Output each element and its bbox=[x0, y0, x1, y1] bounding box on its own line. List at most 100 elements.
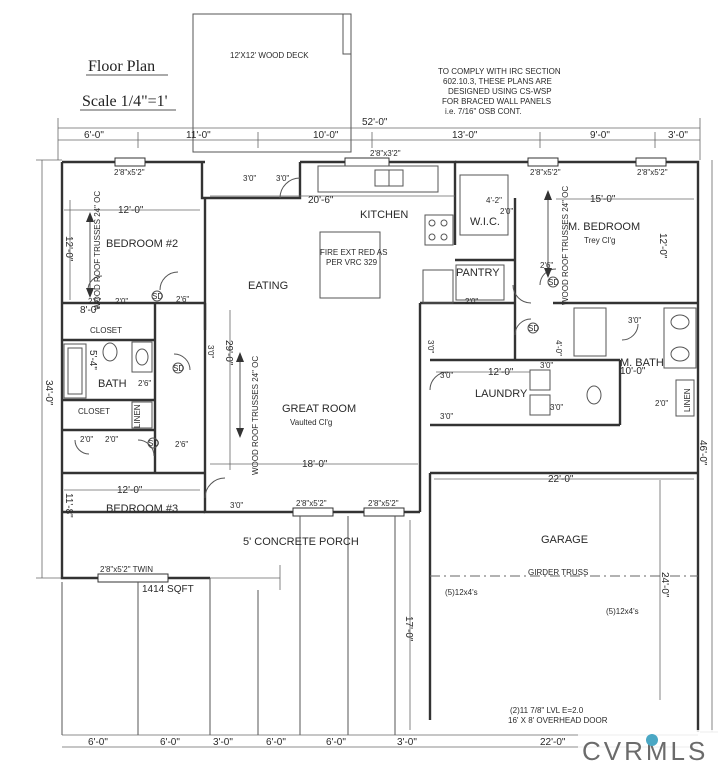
svg-text:3'-0": 3'-0" bbox=[213, 737, 233, 748]
svg-text:3'0": 3'0" bbox=[628, 316, 641, 325]
svg-text:18'-0": 18'-0" bbox=[302, 459, 328, 470]
room-great-room-sub: Vaulted Cl'g bbox=[290, 418, 332, 427]
porch-columns bbox=[61, 516, 396, 735]
svg-text:12'-0": 12'-0" bbox=[118, 205, 144, 216]
toilet-mbath bbox=[586, 385, 602, 405]
svg-text:2'0": 2'0" bbox=[500, 207, 513, 216]
room-bath: BATH bbox=[98, 378, 127, 390]
vanity-mbath bbox=[663, 307, 697, 369]
svg-text:2'0": 2'0" bbox=[115, 297, 128, 306]
svg-text:10'-0": 10'-0" bbox=[620, 366, 646, 377]
plan-title: Floor Plan bbox=[88, 58, 155, 75]
room-wic: W.I.C. bbox=[470, 216, 500, 228]
svg-text:10'-0": 10'-0" bbox=[313, 130, 339, 141]
kitchen-island bbox=[319, 231, 381, 299]
svg-text:TO COMPLY WITH IRC SECTION: TO COMPLY WITH IRC SECTION bbox=[438, 67, 561, 76]
svg-text:2'6": 2'6" bbox=[176, 295, 189, 304]
dim-overall-width: 52'-0" bbox=[362, 117, 388, 128]
dryer bbox=[529, 394, 551, 416]
shower-mbath bbox=[573, 307, 607, 357]
svg-text:2'0": 2'0" bbox=[655, 399, 668, 408]
svg-text:12'-0": 12'-0" bbox=[63, 236, 74, 262]
svg-text:2'8"x5'2": 2'8"x5'2" bbox=[114, 168, 145, 177]
door-swings bbox=[74, 177, 639, 499]
svg-text:3'0": 3'0" bbox=[550, 403, 563, 412]
svg-text:8'-0": 8'-0" bbox=[80, 305, 100, 316]
svg-text:9'-0": 9'-0" bbox=[590, 130, 610, 141]
bottom-dimensions: 6'-0" 6'-0" 3'-0" 6'-0" 6'-0" 3'-0" 22'-… bbox=[62, 734, 698, 748]
top-dimensions: 52'-0" 6'-0" 11'-0" 10'-0" 13'-0" 9'-0" … bbox=[57, 117, 701, 160]
vanity-bath bbox=[131, 341, 153, 373]
svg-text:(2)11 7/8" LVL E=2.0: (2)11 7/8" LVL E=2.0 bbox=[510, 706, 584, 715]
svg-text:i.e. 7/16" OSB CONT.: i.e. 7/16" OSB CONT. bbox=[445, 107, 522, 116]
svg-text:2'0": 2'0" bbox=[80, 435, 93, 444]
wood-deck: 12'X12' WOOD DECK bbox=[192, 13, 352, 153]
svg-text:602.10.3, THESE PLANS ARE: 602.10.3, THESE PLANS ARE bbox=[443, 77, 552, 86]
room-m-bath: M. BATH bbox=[620, 357, 664, 369]
map-pin-icon bbox=[646, 734, 658, 746]
refrigerator bbox=[422, 269, 454, 304]
svg-text:2'6": 2'6" bbox=[175, 440, 188, 449]
left-dimensions: 34'-0" bbox=[36, 159, 62, 579]
svg-text:3'0": 3'0" bbox=[243, 174, 256, 183]
truss-arrows bbox=[86, 190, 552, 438]
washer bbox=[529, 369, 551, 391]
room-eating: EATING bbox=[248, 280, 288, 292]
svg-text:24'-0": 24'-0" bbox=[659, 572, 670, 598]
svg-text:SD: SD bbox=[548, 278, 559, 287]
svg-text:12'-0": 12'-0" bbox=[117, 485, 143, 496]
svg-text:(5)12x4's: (5)12x4's bbox=[445, 588, 478, 597]
svg-text:SD: SD bbox=[528, 324, 539, 333]
room-labels: BEDROOM #2 BEDROOM #3 KITCHEN EATING GRE… bbox=[78, 209, 692, 548]
svg-text:11'-0": 11'-0" bbox=[186, 130, 211, 141]
dim-right-depth: 46'-0" bbox=[697, 440, 708, 466]
svg-text:DESIGNED USING CS-WSP: DESIGNED USING CS-WSP bbox=[448, 87, 552, 96]
notes: FIRE EXT RED AS PER VRC 329 WOOD ROOF TR… bbox=[93, 186, 639, 725]
svg-text:12'X12' WOOD DECK: 12'X12' WOOD DECK bbox=[230, 51, 309, 60]
window-porch-2 bbox=[363, 507, 405, 517]
storage bbox=[131, 174, 695, 429]
svg-text:(5)12x4's: (5)12x4's bbox=[606, 607, 639, 616]
svg-text:2'6": 2'6" bbox=[540, 261, 553, 270]
svg-text:29'-0": 29'-0" bbox=[223, 340, 234, 366]
interior-dimensions: 20'-6" 12'-0" 12'-0" 8'-0" 29'-0" 18'-0"… bbox=[63, 194, 694, 730]
toilet-bath bbox=[102, 342, 118, 362]
svg-text:15'-0": 15'-0" bbox=[590, 194, 616, 205]
window-kitchen bbox=[344, 157, 390, 167]
svg-text:1414 SQFT: 1414 SQFT bbox=[142, 584, 194, 595]
linen-bath bbox=[131, 401, 153, 429]
svg-text:SD: SD bbox=[148, 439, 159, 448]
room-pantry: PANTRY bbox=[456, 267, 500, 279]
svg-text:3'0": 3'0" bbox=[440, 371, 453, 380]
svg-text:3'0": 3'0" bbox=[206, 345, 215, 358]
svg-text:2'8"x3'2": 2'8"x3'2" bbox=[370, 149, 401, 158]
linen-mbath bbox=[675, 379, 695, 417]
svg-text:12'-0": 12'-0" bbox=[657, 233, 668, 259]
svg-text:WOOD ROOF TRUSSES 24" OC: WOOD ROOF TRUSSES 24" OC bbox=[93, 191, 102, 310]
room-garage: GARAGE bbox=[541, 534, 588, 546]
window-mbedroom-1 bbox=[527, 157, 559, 167]
svg-text:20'-6": 20'-6" bbox=[308, 195, 334, 206]
svg-text:3'0": 3'0" bbox=[426, 340, 435, 353]
svg-text:GIRDER TRUSS: GIRDER TRUSS bbox=[528, 568, 588, 577]
svg-text:WOOD ROOF TRUSSES 24" OC: WOOD ROOF TRUSSES 24" OC bbox=[561, 186, 570, 305]
svg-text:13'-0": 13'-0" bbox=[452, 130, 478, 141]
right-dimensions: 46'-0" bbox=[697, 160, 718, 733]
svg-text:SD: SD bbox=[173, 364, 184, 373]
compliance-note: TO COMPLY WITH IRC SECTION 602.10.3, THE… bbox=[438, 67, 561, 116]
room-bedroom3: BEDROOM #3 bbox=[106, 503, 178, 515]
svg-text:CVRMLS: CVRMLS bbox=[582, 736, 708, 766]
svg-text:2'8"x5'2": 2'8"x5'2" bbox=[637, 168, 668, 177]
svg-text:4'-0": 4'-0" bbox=[554, 340, 563, 356]
kitchen-fixtures bbox=[317, 165, 454, 304]
room-closet-1: CLOSET bbox=[90, 326, 122, 335]
door-labels: 3'0" 3'0" 2'6" 2'6" 2'6" 2'6" 2'0" 2'0" … bbox=[80, 174, 668, 510]
svg-text:6'-0": 6'-0" bbox=[160, 737, 180, 748]
svg-text:6'-0": 6'-0" bbox=[84, 130, 104, 141]
window-porch-1 bbox=[292, 507, 334, 517]
room-laundry: LAUNDRY bbox=[475, 388, 528, 400]
room-m-bedroom: M. BEDROOM bbox=[568, 221, 640, 233]
svg-text:3'0": 3'0" bbox=[276, 174, 289, 183]
room-porch: 5' CONCRETE PORCH bbox=[243, 536, 359, 548]
